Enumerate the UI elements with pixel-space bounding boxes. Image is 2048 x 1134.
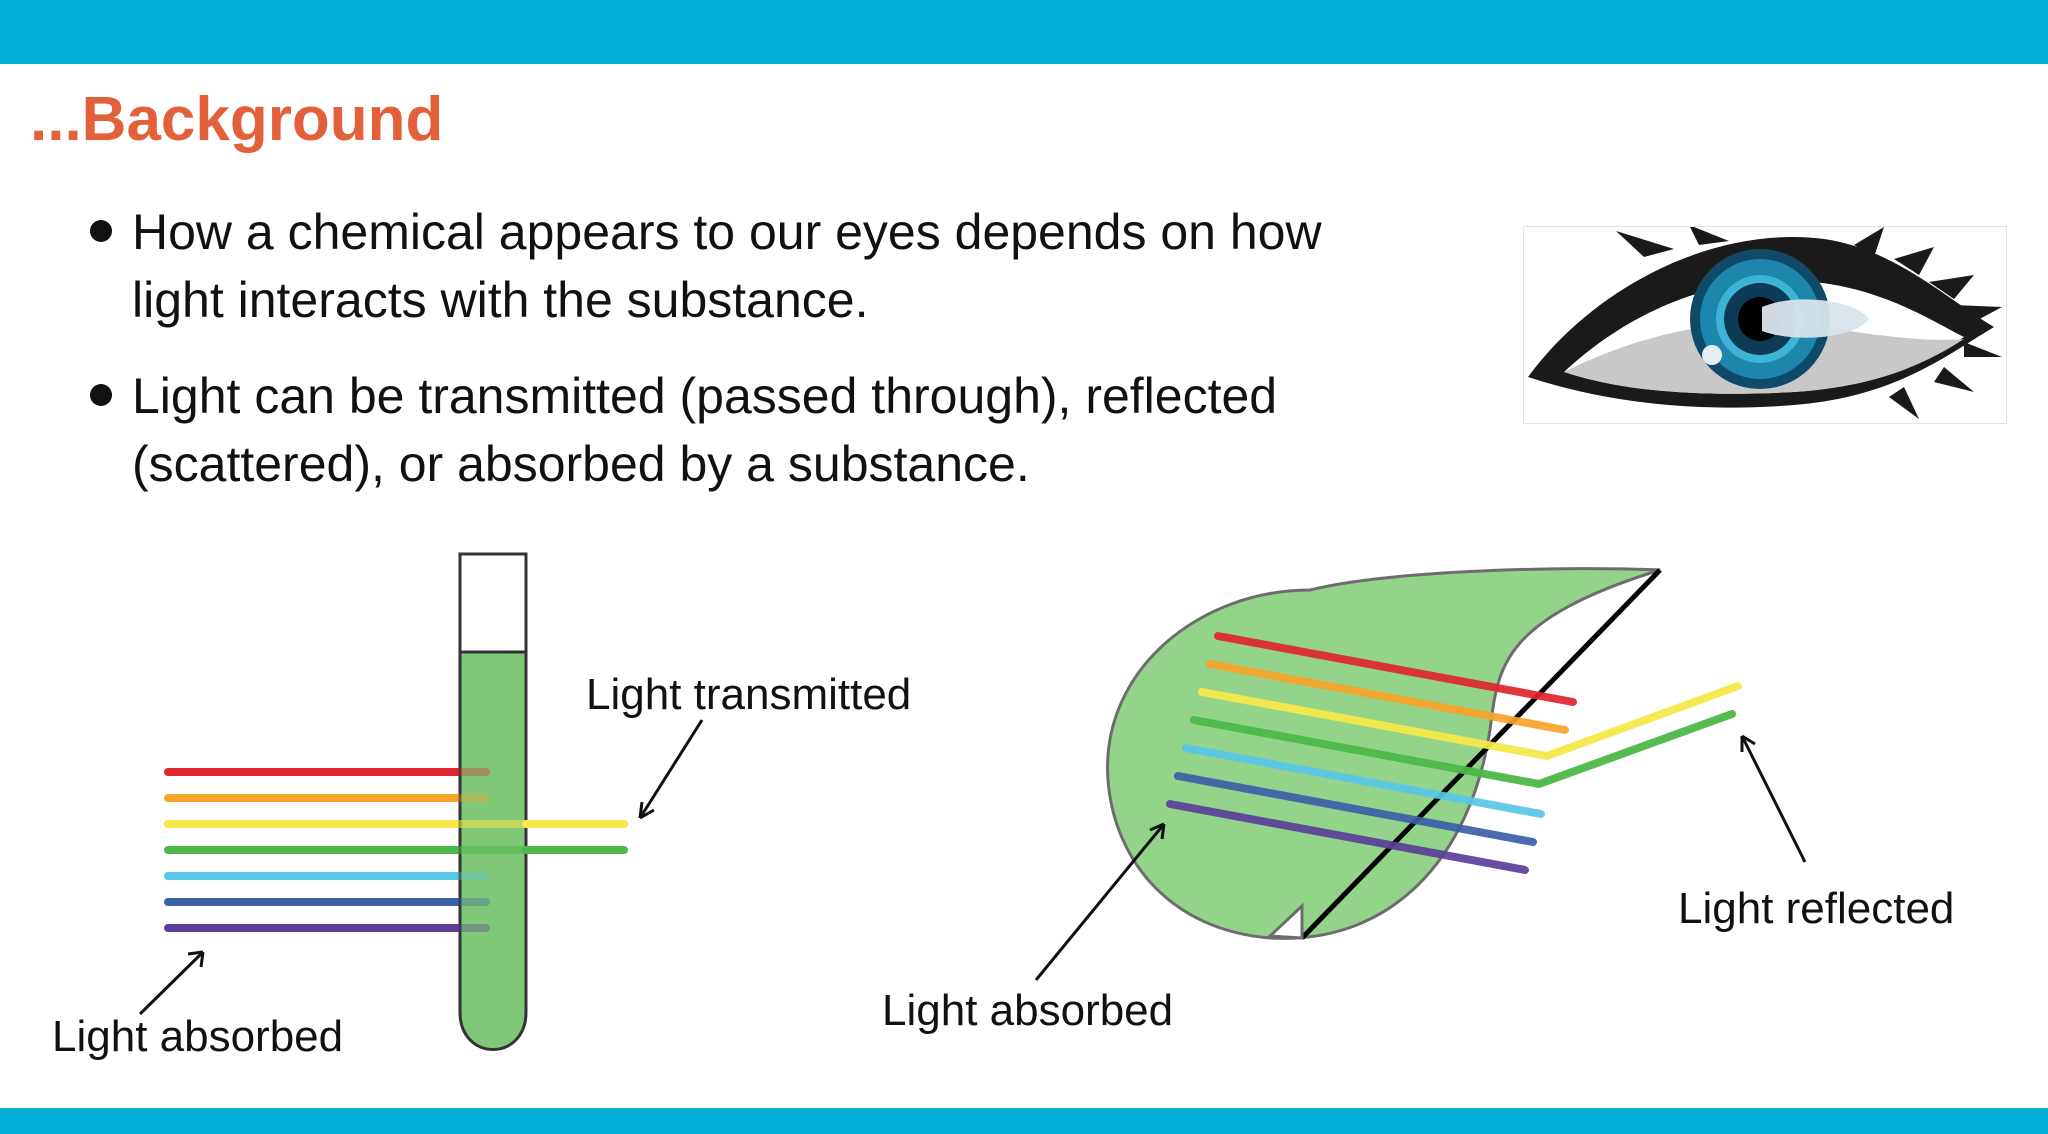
transmitted-arrowhead [638, 801, 655, 820]
leaf-reflected-arrowhead [1740, 734, 1756, 752]
test-tube-top [458, 552, 528, 654]
top-accent-band [0, 0, 2048, 64]
slide-title: ...Background [30, 85, 444, 154]
bullet-item: How a chemical appears to our eyes depen… [88, 198, 1418, 334]
bullet-text: How a chemical appears to our eyes depen… [132, 204, 1322, 328]
leaf-ray-yellow-reflected [1198, 682, 1742, 760]
leaf-ray-orange [1206, 660, 1569, 734]
bullet-marker [90, 220, 112, 242]
leaf-absorbed-arrowhead [1149, 822, 1166, 840]
transmitted-arrow [638, 719, 704, 819]
light-reflected-label: Light reflected [1678, 884, 1955, 933]
leaf-ray-red [1214, 632, 1577, 706]
leaf-stem [1266, 902, 1304, 940]
leaf-diagram: Light reflected Light absorbed [870, 560, 2020, 1060]
leaf-absorbed-arrow [1034, 823, 1166, 981]
leaf-light-absorbed-label: Light absorbed [882, 986, 1174, 1035]
tube-light-absorbed-label: Light absorbed [52, 1012, 344, 1061]
eye-illustration [1523, 226, 2007, 424]
bullet-item: Light can be transmitted (passed through… [88, 362, 1418, 498]
leaf-ray-cyan [1182, 744, 1545, 818]
leaf-ray-blue [1174, 772, 1537, 846]
absorbed-arrow [138, 950, 205, 1016]
test-tube-diagram: Light transmitted Light absorbed [40, 540, 980, 1070]
leaf-ray-violet [1166, 800, 1529, 874]
light-transmitted-label: Light transmitted [586, 670, 912, 719]
leaf-ray-green-reflected [1190, 710, 1736, 788]
leaf-midrib [1300, 568, 1662, 940]
bullet-text: Light can be transmitted (passed through… [132, 368, 1278, 492]
absorbed-arrowhead [187, 950, 205, 968]
leaf-reflected-arrow [1740, 735, 1807, 863]
bullet-list: How a chemical appears to our eyes depen… [88, 198, 1418, 526]
bullet-marker [90, 384, 112, 406]
bottom-accent-band [0, 1108, 2048, 1134]
eye-icon [1528, 227, 2002, 419]
